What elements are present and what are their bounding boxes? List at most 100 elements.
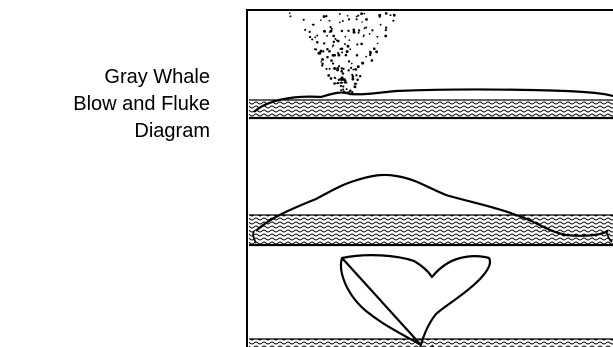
spray-droplet (347, 15, 349, 17)
spray-droplet (356, 54, 359, 57)
spray-droplet (341, 51, 343, 53)
spray-droplet (363, 36, 365, 38)
spray-droplet (320, 61, 322, 63)
panel-back (249, 175, 613, 245)
spray-droplet (356, 79, 359, 82)
spray-droplet (330, 59, 333, 62)
spray-droplet (361, 21, 363, 23)
spray-droplet (334, 82, 336, 84)
spray-droplet (326, 48, 328, 50)
whale-fluke (341, 255, 490, 345)
spray-droplet (359, 75, 361, 77)
spray-droplet (332, 46, 334, 48)
spray-droplet (393, 14, 396, 17)
spray-droplet (350, 67, 352, 69)
spray-droplet (314, 36, 316, 38)
spray-droplet (347, 30, 349, 32)
diagram-svg (246, 9, 613, 347)
spray-droplet (329, 31, 331, 33)
spray-droplet (333, 41, 335, 43)
spray-droplet (322, 50, 324, 52)
spray-droplet (365, 56, 367, 58)
spray-droplet (373, 47, 376, 50)
spray-droplet (377, 43, 379, 45)
spray-droplet (356, 18, 358, 20)
spray-droplet (345, 54, 348, 57)
spray-droplet (348, 39, 350, 41)
spray-droplet (331, 28, 333, 30)
spray-droplet (336, 40, 338, 42)
spray-droplet (385, 12, 388, 15)
diagram-caption: Gray Whale Blow and Fluke Diagram (0, 64, 210, 145)
spray-droplet (329, 20, 331, 22)
spray-droplet (349, 48, 351, 50)
spray-droplet (342, 89, 344, 91)
spray-droplet (357, 65, 360, 68)
spray-droplet (323, 30, 326, 33)
spray-droplet (321, 58, 324, 61)
spray-droplet (333, 54, 336, 57)
spray-droplet (329, 68, 331, 70)
spray-droplet (332, 35, 335, 38)
spray-droplet (363, 13, 365, 15)
spray-droplet (351, 74, 353, 76)
spray-droplet (313, 24, 315, 26)
spray-droplet (316, 41, 319, 44)
spray-droplet (354, 68, 356, 70)
spray-droplet (346, 88, 348, 90)
spray-droplet (358, 32, 360, 34)
spray-droplet (355, 74, 357, 76)
spray-droplet (360, 12, 363, 15)
spray-droplet (375, 50, 378, 53)
water-band-3 (249, 339, 613, 347)
spray-droplet (342, 20, 344, 22)
spray-droplet (309, 31, 311, 33)
spray-droplet (334, 38, 336, 40)
spray-droplet (356, 43, 358, 45)
spray-droplet (320, 50, 323, 53)
spray-droplet (346, 50, 349, 53)
spray-droplet (358, 29, 360, 31)
spray-droplet (369, 54, 371, 56)
spray-droplet (341, 82, 343, 84)
spray-droplet (352, 69, 354, 71)
spray-droplet (349, 89, 351, 91)
spray-droplet (384, 35, 387, 38)
spray-droplet (380, 24, 382, 26)
spray-droplet (289, 12, 291, 14)
spray-droplet (329, 26, 331, 28)
spray-droplet (315, 48, 317, 50)
spray-droplet (353, 85, 356, 88)
spray-droplet (340, 85, 342, 87)
spray-droplet (378, 14, 381, 17)
spray-droplet (385, 27, 387, 29)
spray-droplet (303, 19, 305, 21)
spray-droplet (353, 31, 356, 34)
spray-droplet (340, 78, 342, 80)
spray-droplet (347, 69, 349, 71)
spray-droplet (341, 30, 343, 32)
spray-droplet (365, 18, 368, 21)
spray-droplet (385, 29, 387, 31)
spray-droplet (289, 15, 291, 17)
spray-droplet (338, 65, 340, 67)
spray-droplet (352, 78, 355, 81)
spray-droplet (327, 74, 330, 77)
caption-line-2: Blow and Fluke (0, 91, 210, 118)
panel-fluke (249, 255, 613, 347)
spray-droplet (311, 38, 313, 40)
spray-droplet (390, 14, 392, 16)
spray-droplet (364, 27, 366, 29)
spray-droplet (304, 29, 306, 31)
spray-droplet (352, 28, 355, 31)
spray-droplet (376, 36, 378, 38)
spray-droplet (344, 36, 346, 38)
spray-droplet (338, 82, 340, 84)
spray-droplet (369, 33, 371, 35)
caption-line-3: Diagram (0, 118, 210, 145)
spray-droplet (339, 22, 341, 24)
spray-droplet (341, 67, 343, 69)
spray-droplet (323, 15, 326, 18)
spray-droplet (325, 15, 327, 17)
spray-droplet (342, 72, 344, 74)
